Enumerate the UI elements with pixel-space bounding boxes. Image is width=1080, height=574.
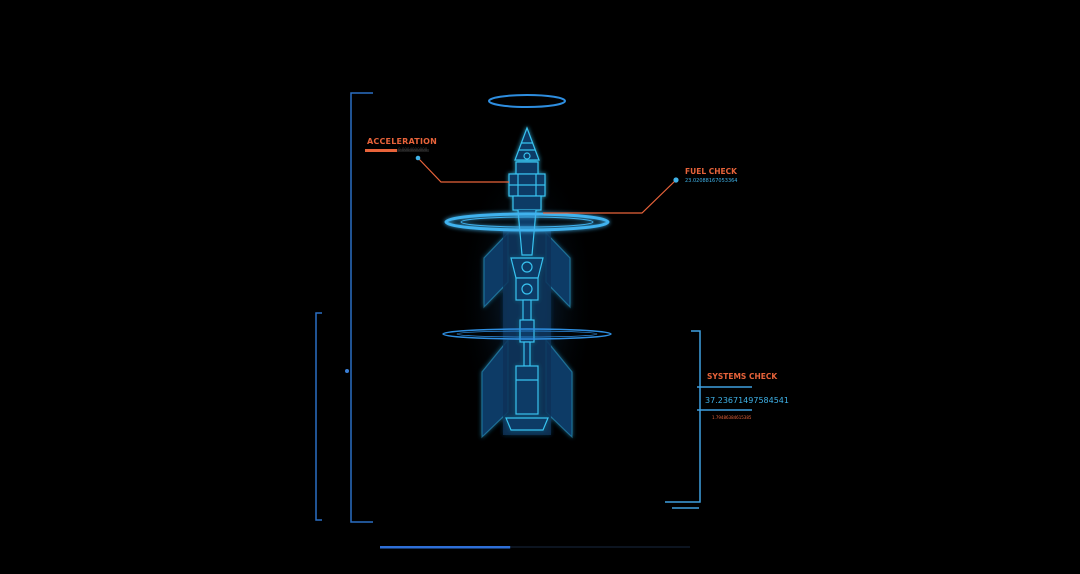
left-marker-dot: [345, 369, 349, 373]
systems-check-label: SYSTEMS CHECK: [707, 372, 778, 381]
nose-cone: [514, 126, 540, 161]
fuel-connector: [543, 179, 677, 214]
lower-scan-ring: [442, 328, 612, 340]
progress-fill: [380, 546, 511, 549]
acceleration-connector: [417, 157, 509, 183]
rocket-hologram-icon: [481, 126, 573, 439]
top-halo-ring: [488, 94, 566, 108]
progress-track: [380, 546, 690, 548]
left-inner-bracket: [315, 312, 322, 521]
acceleration-sub-value: 0.0004000000: [398, 147, 428, 152]
fuel-node-dot: [673, 177, 679, 183]
left-frame-bracket: [350, 92, 373, 523]
acceleration-node-dot: [415, 155, 421, 161]
acceleration-bar-fill: [365, 149, 397, 152]
middle-scan-ring: [444, 212, 610, 232]
fuel-check-value: 23.02088167053364: [685, 178, 738, 184]
systems-check-sub-value: 1.79486384615385: [712, 415, 752, 420]
systems-check-value: 37.23671497584541: [705, 396, 789, 405]
right-frame-bracket: [665, 330, 752, 509]
fuel-check-label: FUEL CHECK: [685, 167, 737, 176]
acceleration-label: ACCELERATION: [367, 137, 438, 146]
